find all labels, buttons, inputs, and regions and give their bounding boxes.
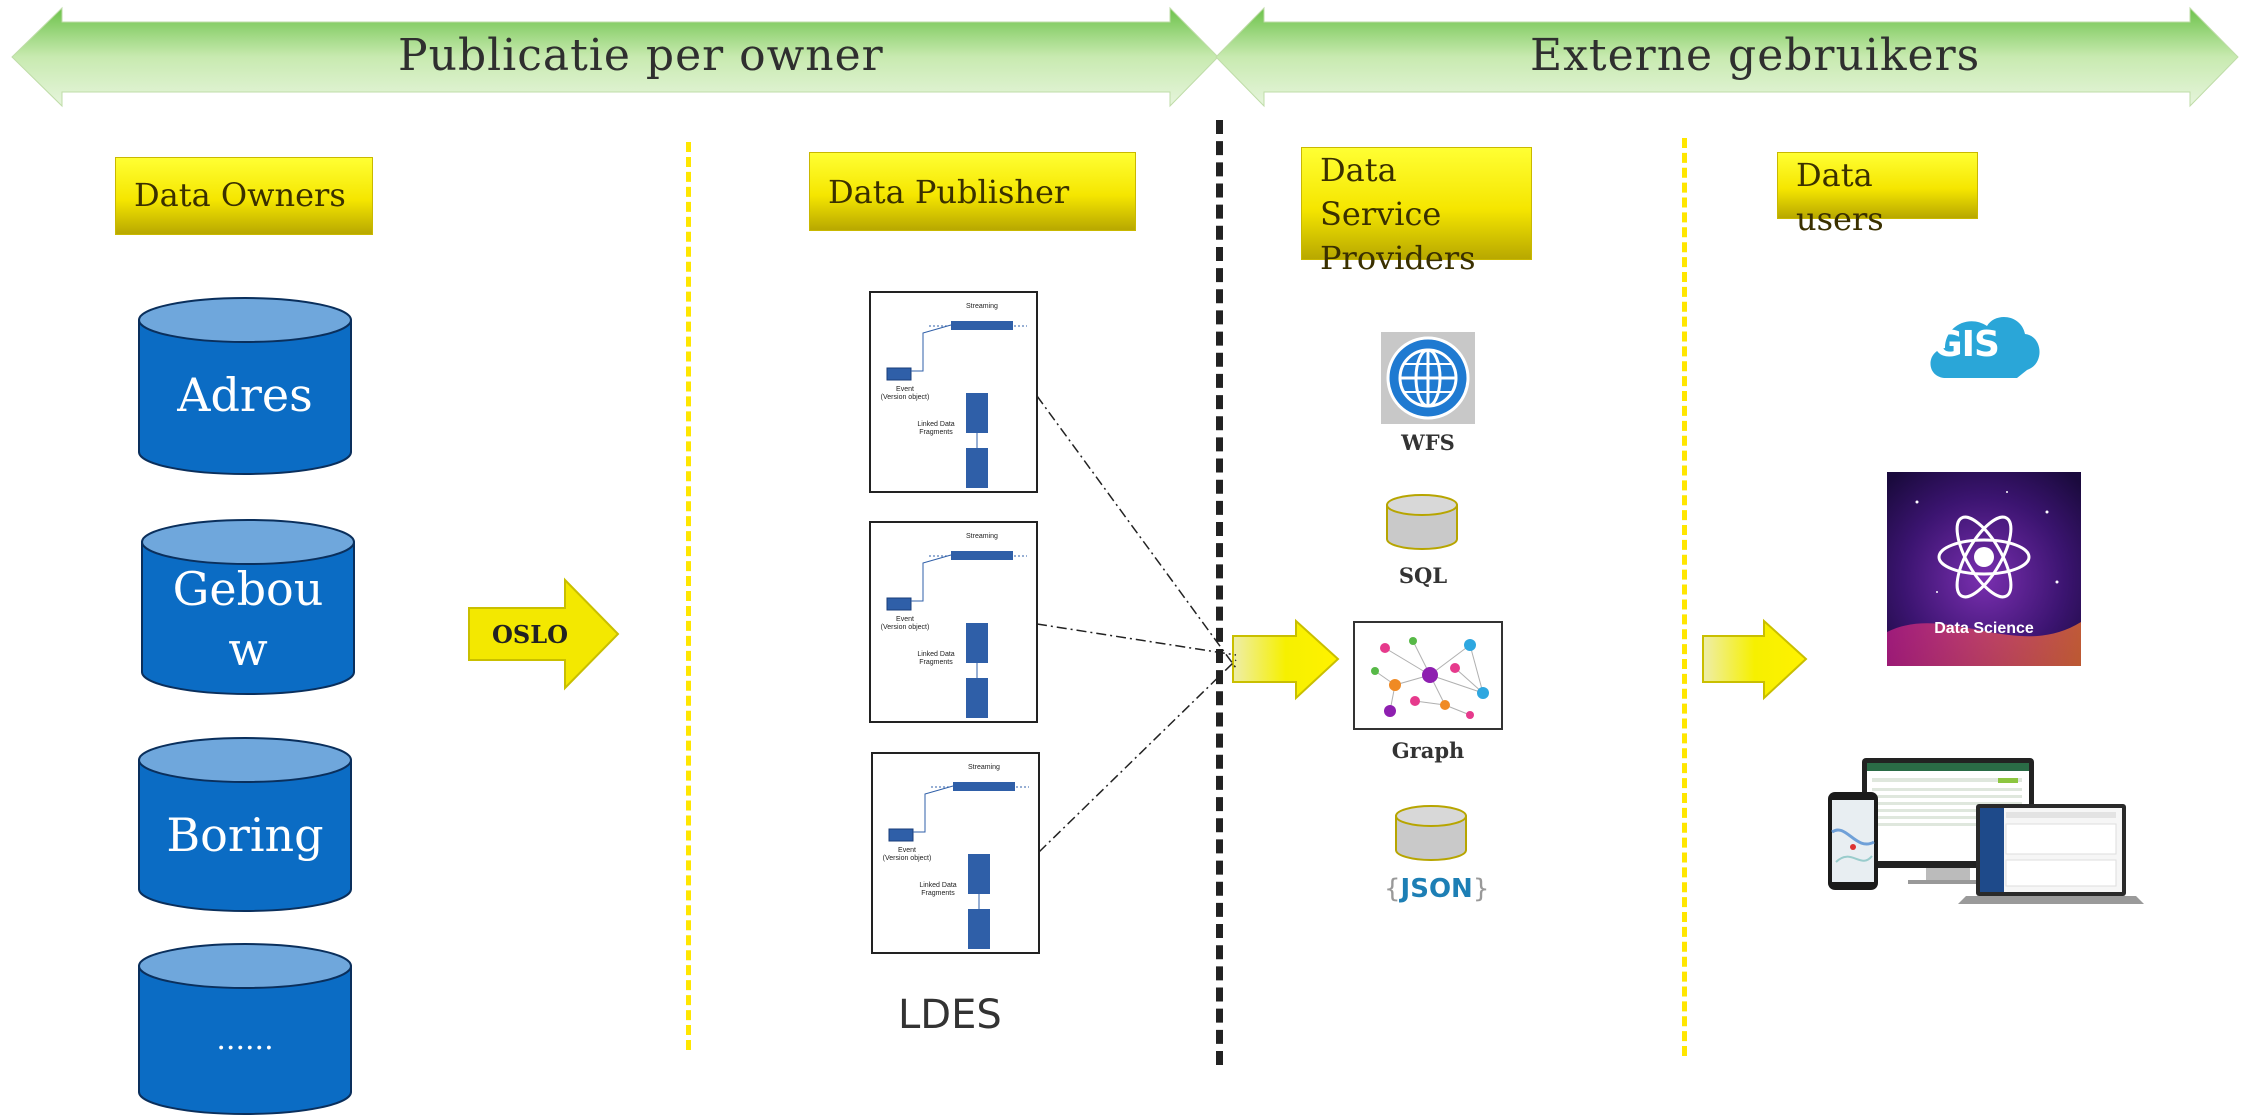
ldes-event-line: Event xyxy=(896,386,914,393)
ldes-linked-data-line: Linked Data xyxy=(919,882,957,889)
divider-owners-publisher xyxy=(686,142,691,1050)
graph-icon-box xyxy=(1353,621,1503,730)
wfs-label: WFS xyxy=(1401,430,1455,455)
connector-line xyxy=(1038,659,1237,853)
data-science-tile: Data Science xyxy=(1887,472,2081,666)
data-owners-label: Data Owners xyxy=(115,157,373,235)
providers-label-line: Service xyxy=(1320,195,1442,233)
devices-mockup-image xyxy=(1826,752,2148,908)
data-publisher-label: Data Publisher xyxy=(809,152,1136,231)
ldes-fragments-line: Fragments xyxy=(921,889,955,897)
database-boring-label: Boring xyxy=(166,808,324,862)
ldes-fragments-line: Fragments xyxy=(919,658,953,666)
gis-cloud-logo: GIS xyxy=(1921,306,2045,394)
database-cylinder xyxy=(141,519,355,695)
database-cylinder xyxy=(138,737,352,912)
arrow-to-users xyxy=(1702,618,1808,701)
oslo-arrow xyxy=(468,577,620,691)
providers-label-line: Data xyxy=(1320,151,1397,189)
ldes-streaming-label: Streaming xyxy=(966,303,998,310)
devices-image xyxy=(1828,758,2144,904)
ldes-version-line: (Version object) xyxy=(882,854,932,862)
database-shapes xyxy=(138,297,355,1115)
json-logo: {JSON} xyxy=(1384,874,1489,904)
wfs-icon-tile xyxy=(1381,332,1475,424)
json-brace-close: } xyxy=(1472,874,1490,904)
data-service-providers-label: Data Service Providers xyxy=(1301,147,1532,277)
ldes-streaming-label: Streaming xyxy=(968,764,1000,771)
banner-right-title: Externe gebruikers xyxy=(1530,30,1981,81)
database-adres-label: Adres xyxy=(177,368,313,422)
globe-icon xyxy=(1386,336,1470,420)
ldes-version-line: (Version object) xyxy=(880,623,930,631)
json-brace-open: { xyxy=(1384,874,1401,904)
json-label: JSON xyxy=(1400,874,1473,904)
ldes-diagram-2: Streaming Event(Version object) Linked D… xyxy=(869,521,1038,723)
data-science-image xyxy=(1887,472,2081,666)
ldes-event-label: Event(Version object) xyxy=(877,847,937,862)
connector-line xyxy=(1036,395,1237,669)
json-database-icon xyxy=(1395,805,1467,861)
data-users-label: Data users xyxy=(1777,152,1978,238)
ldes-diagram-3: Streaming Event(Version object) Linked D… xyxy=(871,752,1040,954)
ldes-streaming-label: Streaming xyxy=(966,533,998,540)
ldes-diagram-graphic xyxy=(888,782,1029,949)
graph-label: Graph xyxy=(1391,738,1465,763)
database-more-label: ...... xyxy=(216,1022,274,1057)
ldes-version-line: (Version object) xyxy=(880,393,930,401)
banner-right-arrow xyxy=(1215,6,2239,108)
database-gebouw-line: Gebou xyxy=(172,562,324,616)
ldes-diagram-graphic xyxy=(886,551,1027,718)
ldes-linked-data-line: Linked Data xyxy=(917,651,955,658)
ldes-event-label: Event(Version object) xyxy=(875,616,935,631)
ldes-linked-data-line: Linked Data xyxy=(917,421,955,428)
ldes-fragments-line: Fragments xyxy=(919,428,953,436)
ldes-diagram-1: Streaming Event(Version object) Linked D… xyxy=(869,291,1038,493)
ldes-diagram-graphic xyxy=(886,321,1027,488)
sql-label: SQL xyxy=(1398,563,1448,588)
users-label-line: Data xyxy=(1796,156,1873,194)
divider-providers-users xyxy=(1682,138,1687,1056)
ldes-caption: LDES xyxy=(898,992,1002,1038)
database-gebouw-label: Gebou w xyxy=(142,560,354,680)
banner-arrows xyxy=(11,6,2239,108)
ldes-event-label: Event(Version object) xyxy=(875,386,935,401)
ldes-event-line: Event xyxy=(898,847,916,854)
ldes-event-line: Event xyxy=(896,616,914,623)
divider-main xyxy=(1216,120,1223,1065)
providers-label-line: Providers xyxy=(1320,239,1476,277)
banner-left-title: Publicatie per owner xyxy=(398,30,884,81)
database-cylinder xyxy=(138,297,352,475)
sql-database-icon xyxy=(1386,494,1458,550)
graph-network-icon xyxy=(1371,637,1489,719)
arrow-to-services xyxy=(1232,618,1340,701)
cloud-icon xyxy=(1930,316,2040,378)
connector-line xyxy=(1036,623,1237,656)
database-cylinder xyxy=(138,943,352,1115)
gis-logo-text: GIS xyxy=(1933,324,2000,365)
data-science-label: Data Science xyxy=(1934,620,2034,637)
oslo-arrow-label: OSLO xyxy=(492,620,569,649)
database-gebouw-line: w xyxy=(228,621,268,676)
users-label-line: users xyxy=(1796,200,1884,238)
